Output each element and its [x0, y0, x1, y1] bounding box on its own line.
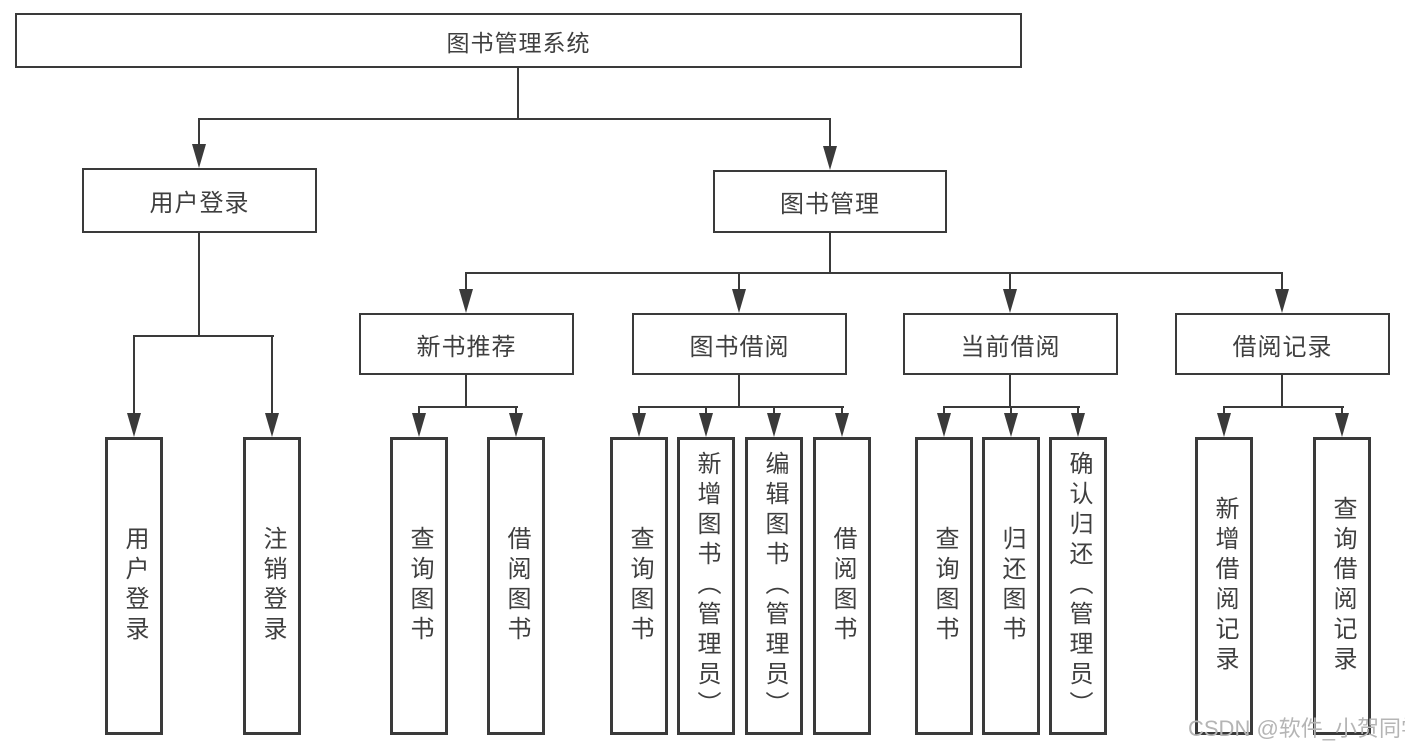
connector-line	[638, 406, 640, 415]
node-label: 用户登录	[149, 190, 250, 217]
node-user-login-leaf: 用户登录	[105, 437, 163, 735]
node-query-books-current: 查询图书	[915, 437, 973, 735]
connector-line	[638, 406, 844, 408]
node-book-borrow: 图书借阅	[632, 313, 847, 375]
arrowhead-down-icon	[699, 413, 713, 437]
connector-line	[1223, 406, 1344, 408]
connector-line	[1281, 375, 1283, 408]
arrowhead-down-icon	[412, 413, 426, 437]
connector-line	[1009, 375, 1011, 408]
node-label: 借阅记录	[1232, 333, 1333, 361]
node-return-books: 归还图书	[982, 437, 1040, 735]
node-query-books-recommend: 查询图书	[390, 437, 448, 735]
arrowhead-down-icon	[1003, 289, 1017, 313]
connector-line	[943, 406, 945, 415]
arrowhead-down-icon	[509, 413, 523, 437]
arrowhead-down-icon	[732, 289, 746, 313]
arrowhead-down-icon	[835, 413, 849, 437]
node-label: 查询图书	[626, 526, 653, 646]
arrowhead-down-icon	[1071, 413, 1085, 437]
arrowhead-down-icon	[192, 144, 206, 168]
connector-line	[198, 233, 200, 337]
node-query-books-borrow: 查询图书	[610, 437, 668, 735]
node-label: 借阅图书	[503, 526, 530, 646]
node-borrow-records: 借阅记录	[1175, 313, 1390, 375]
connector-line	[465, 272, 467, 291]
node-label: 当前借阅	[960, 333, 1061, 361]
connector-line	[705, 406, 707, 415]
connector-line	[133, 335, 274, 337]
connector-line	[517, 68, 519, 120]
connector-line	[1009, 272, 1011, 291]
node-label: 新书推荐	[416, 333, 517, 361]
node-label: 编辑图书（管理员）	[761, 451, 788, 721]
arrowhead-down-icon	[937, 413, 951, 437]
connector-line	[198, 118, 200, 146]
connector-line	[829, 233, 831, 274]
connector-line	[418, 406, 420, 415]
node-edit-books-admin: 编辑图书（管理员）	[745, 437, 803, 735]
arrowhead-down-icon	[459, 289, 473, 313]
arrowhead-down-icon	[1217, 413, 1231, 437]
connector-line	[465, 272, 1283, 274]
node-label: 用户登录	[121, 526, 148, 646]
node-label: 借阅图书	[829, 526, 856, 646]
connector-line	[738, 272, 740, 291]
node-book-management: 图书管理	[713, 170, 947, 233]
connector-line	[133, 335, 135, 415]
watermark: CSDN @软件_小贺同学	[1188, 716, 1405, 741]
arrowhead-down-icon	[1275, 289, 1289, 313]
connector-line	[738, 375, 740, 408]
node-label: 图书管理系统	[446, 29, 591, 56]
node-logout: 注销登录	[243, 437, 301, 735]
connector-line	[418, 406, 518, 408]
connector-line	[271, 335, 273, 415]
node-label: 新增借阅记录	[1211, 496, 1238, 676]
connector-line	[773, 406, 775, 415]
connector-line	[515, 406, 517, 415]
node-label: 查询借阅记录	[1329, 496, 1356, 676]
connector-line	[1341, 406, 1343, 415]
node-label: 归还图书	[998, 526, 1025, 646]
node-label: 新增图书（管理员）	[693, 451, 720, 721]
connector-line	[1223, 406, 1225, 415]
node-query-borrow-record: 查询借阅记录	[1313, 437, 1371, 735]
connector-line	[1281, 272, 1283, 291]
node-borrow-books-recommend: 借阅图书	[487, 437, 545, 735]
node-label: 图书管理	[780, 191, 880, 218]
node-label: 图书借阅	[689, 333, 790, 361]
node-add-borrow-record: 新增借阅记录	[1195, 437, 1253, 735]
arrowhead-down-icon	[127, 413, 141, 437]
node-label: 确认归还（管理员）	[1065, 451, 1092, 721]
arrowhead-down-icon	[1004, 413, 1018, 437]
node-add-books-admin: 新增图书（管理员）	[677, 437, 735, 735]
connector-line	[465, 375, 467, 408]
node-label: 查询图书	[931, 526, 958, 646]
arrowhead-down-icon	[1335, 413, 1349, 437]
connector-line	[841, 406, 843, 415]
arrowhead-down-icon	[767, 413, 781, 437]
node-current-borrow: 当前借阅	[903, 313, 1118, 375]
arrowhead-down-icon	[823, 146, 837, 170]
connector-line	[1077, 406, 1079, 415]
connector-line	[198, 118, 831, 120]
arrowhead-down-icon	[632, 413, 646, 437]
node-confirm-return-admin: 确认归还（管理员）	[1049, 437, 1107, 735]
node-new-book-recommend: 新书推荐	[359, 313, 574, 375]
node-user-login: 用户登录	[82, 168, 317, 233]
node-label: 查询图书	[406, 526, 433, 646]
node-library-management-system: 图书管理系统	[15, 13, 1022, 68]
node-borrow-books-leaf: 借阅图书	[813, 437, 871, 735]
connector-line	[829, 118, 831, 148]
connector-line	[1010, 406, 1012, 415]
arrowhead-down-icon	[265, 413, 279, 437]
node-label: 注销登录	[259, 526, 286, 646]
